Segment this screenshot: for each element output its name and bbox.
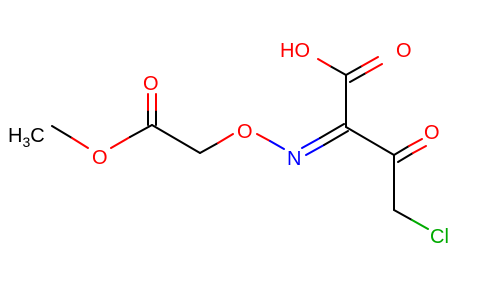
bond-c-ketone xyxy=(345,126,395,156)
bond-o-n-blue xyxy=(269,140,285,150)
bond-n-c-double-a-blue xyxy=(305,144,325,156)
bond-ch2-cl xyxy=(393,209,413,221)
bond-acid-oh-red xyxy=(317,58,331,67)
bond-ch2-o-red xyxy=(217,133,234,144)
bond-ch3-o-red xyxy=(71,137,89,149)
bond-acid-oh xyxy=(329,65,347,76)
bond-o-c1 xyxy=(129,124,153,138)
bond-acid-o-double-a-red xyxy=(361,56,379,67)
atom-oxime-n: N xyxy=(287,148,301,170)
bond-ch3-o xyxy=(51,125,73,139)
bond-ketone-o-double-b-red xyxy=(412,145,427,154)
bond-acid-o-double-b-red xyxy=(365,63,383,74)
bond-ketone-o-double-a-red xyxy=(408,138,423,147)
atom-ester-carbonyl-o: O xyxy=(143,73,159,95)
bond-n-c-double-a xyxy=(323,130,349,146)
atom-acid-oh: HO xyxy=(280,40,310,62)
bond-c1-ch2 xyxy=(151,124,201,154)
atom-chlorine: Cl xyxy=(430,226,449,248)
atom-acid-carbonyl-o: O xyxy=(396,40,412,62)
bond-o-c1-red xyxy=(110,136,131,149)
bond-ketone-o-double-a xyxy=(393,145,410,156)
bond-n-c-double-b-blue xyxy=(301,137,321,149)
bond-acid-o-double-b xyxy=(349,72,367,83)
bond-ketone-o-double-b xyxy=(397,152,414,163)
bond-n-c-double-b xyxy=(319,123,345,139)
atom-ch3: H3C xyxy=(8,125,45,150)
atom-oxime-o: O xyxy=(237,121,253,143)
bond-acid-o-double-a xyxy=(345,65,363,76)
bond-ch2-cl-green xyxy=(411,219,429,230)
atom-ester-o: O xyxy=(92,147,108,169)
bond-ch2-o xyxy=(199,142,219,154)
atom-labels: H3C O O O N HO O O Cl xyxy=(8,40,449,248)
atom-ketone-o: O xyxy=(424,122,440,144)
bonds xyxy=(51,56,429,230)
bond-o-n-red xyxy=(256,133,271,142)
